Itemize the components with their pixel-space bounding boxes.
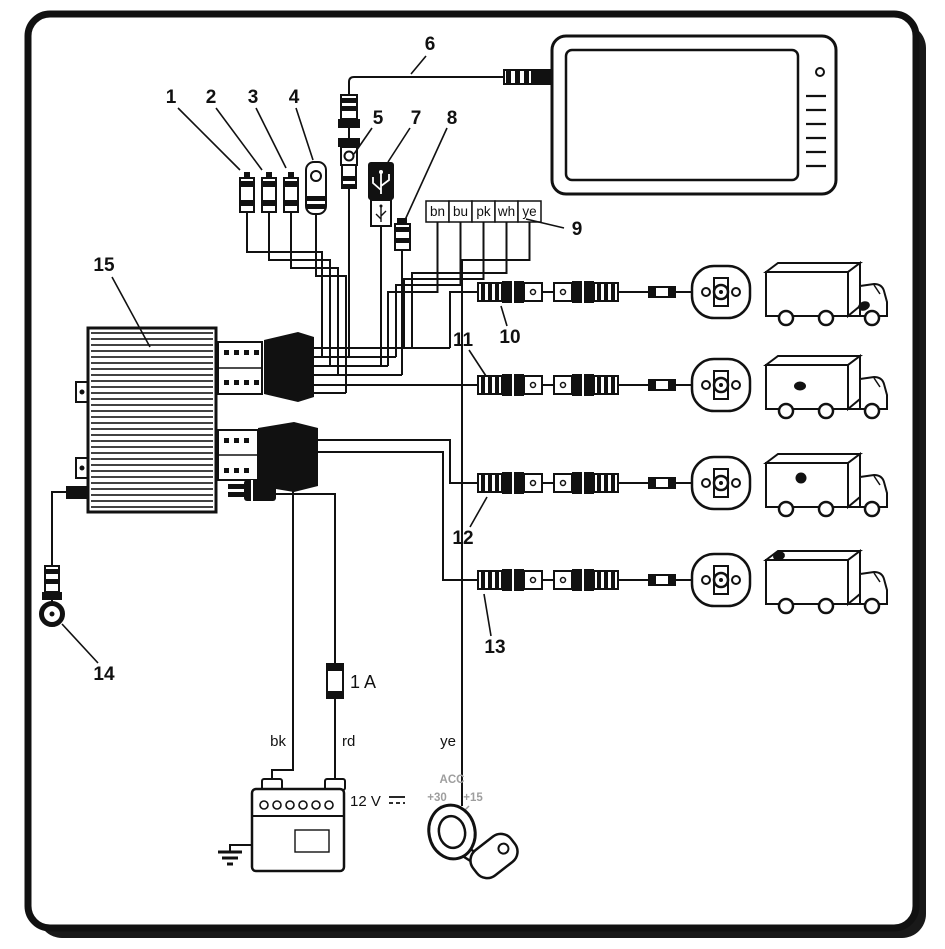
camera-position-dot-4 [773,551,785,561]
ignition-barrel [427,803,477,861]
power-connector-4 [305,161,327,215]
wire-color-label-ye: ye [522,204,536,219]
leader-line-7 [387,127,411,163]
wire-color-label-bu: bu [453,204,468,219]
wire-camera-10 [449,291,478,348]
leader-line-15 [111,276,151,348]
wire-label-rd: rd [342,733,355,750]
av-connector-chain [338,94,360,189]
wire [268,212,331,366]
leader-line-9 [525,218,565,229]
camera-position-dot-3 [795,472,807,484]
battery-label-plate [294,829,330,853]
camera-position-dot-1 [858,301,870,311]
monitor [550,34,838,196]
antenna-connector-14 [39,486,88,627]
monitor-vents [806,94,826,168]
callout-7: 7 [411,108,422,129]
wire-camera-13 [318,451,478,581]
leader-line-8 [404,127,448,221]
usb-connector-7 [368,162,394,227]
leader-line-12 [469,496,488,528]
wire-color-boxes: bn bu pk wh ye [425,200,542,223]
wire-pk [403,222,485,348]
rca-connector-1 [239,172,255,213]
callout-12: 12 [452,528,473,549]
rca-connector-3 [283,172,299,213]
dc-symbol [389,796,405,804]
control-unit [75,326,318,514]
callout-1: 1 [166,87,177,108]
control-unit-top-plug [264,332,314,402]
monitor-plug [532,69,552,85]
monitor-cable [348,69,552,95]
leader-line-1 [177,107,241,171]
wire-ye-ignition [461,222,531,806]
battery [250,778,346,873]
callout-3: 3 [248,87,259,108]
callout-10: 10 [499,327,520,348]
callout-numbers: 1 2 3 4 5 6 7 8 9 10 11 12 13 14 15 [93,34,582,685]
wire [246,212,323,357]
page-frame [24,10,920,932]
wire-bk [271,486,294,779]
leader-line-6 [410,55,427,75]
ignition-switch: ACC +30 +15 [427,774,519,880]
wire-color-label-pk: pk [476,204,491,219]
wire-label-bk: bk [270,733,286,750]
wire-bu [395,222,462,357]
leader-line-14 [61,623,99,664]
plug-connector-8 [394,218,411,251]
wire-label-ye: ye [440,733,456,750]
callout-13: 13 [484,637,505,658]
antenna-plug [66,486,88,499]
callout-9: 9 [572,219,583,240]
wire [290,212,339,375]
leader-line-5 [353,127,373,155]
power-input-connector [244,480,276,501]
wire-camera-12 [318,439,478,484]
battery-voltage-label: 12 V [350,793,381,810]
ignition-30-label: +30 [427,792,447,804]
callout-14: 14 [93,664,115,685]
wire-harness [246,189,531,806]
fuse [326,663,344,699]
fuse-label: 1 A [350,672,376,692]
wire-wh [411,222,508,348]
wire [315,214,347,393]
wire-color-label-wh: wh [497,204,515,219]
power-section: 1 A bk rd ye 12 V [218,480,456,873]
ignition-15-label: +15 [463,792,483,804]
callout-6: 6 [425,34,436,55]
control-unit-bottom-socket [217,429,259,481]
leader-line-2 [215,107,263,171]
heatsink-fins [91,331,213,509]
rca-connector-2 [261,172,277,213]
callout-4: 4 [289,87,300,108]
callout-2: 2 [206,87,217,108]
control-unit-top-socket [217,341,263,395]
camera-position-dot-2 [794,381,806,391]
callout-5: 5 [373,108,384,129]
wire-color-label-bn: bn [430,204,445,219]
key-icon [469,832,519,880]
ground-symbol [218,844,252,866]
control-unit-bottom-plug [258,422,318,492]
wire-rd [276,493,336,779]
callout-leaders [61,55,565,664]
power-led [815,67,825,77]
callout-15: 15 [93,255,115,276]
leader-line-13 [483,593,492,637]
leader-line-10 [500,305,508,327]
ignition-acc-label: ACC [440,774,465,786]
monitor-screen [564,48,800,182]
callout-11: 11 [453,330,474,351]
leader-line-4 [295,107,314,161]
callout-8: 8 [447,108,458,129]
leader-line-3 [255,107,287,169]
leader-line-11 [468,349,487,377]
